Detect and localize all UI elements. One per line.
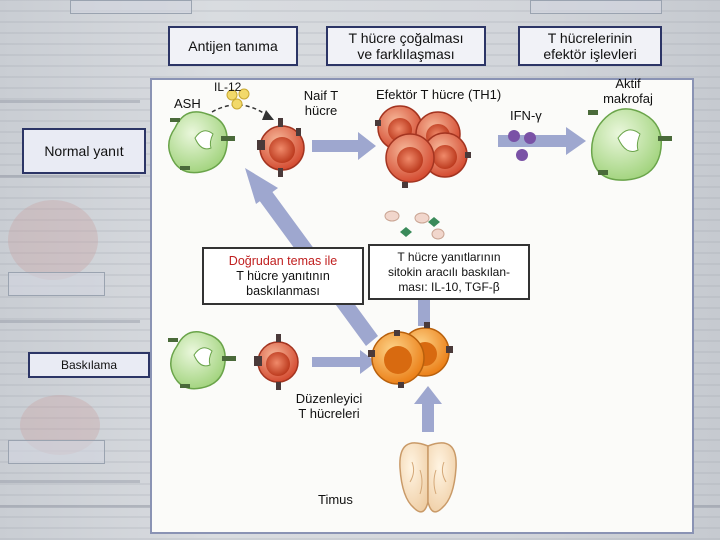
naive-label-line2: hücre <box>304 103 338 118</box>
header-antigen-recognition: Antijen tanıma <box>168 26 298 66</box>
side-suppression-text: Baskılama <box>60 358 118 372</box>
antigen-presenting-cell-icon <box>168 331 236 390</box>
header-proliferation-line1: T hücre çoğalması <box>348 30 464 46</box>
background-cell-blob <box>8 200 98 280</box>
side-label-normal-response: Normal yanıt <box>22 128 146 174</box>
effector-t-cell-label: Efektör T hücre (TH1) <box>376 87 502 102</box>
header-proliferation-line2: ve farklılaşması <box>357 46 455 62</box>
note-contact-suppression: Doğrudan temas ile T hücre yanıtının bas… <box>202 247 364 305</box>
treg-label-line1: Düzenleyici <box>295 391 363 406</box>
note-cytokine-line2: sitokin aracılı baskılan- <box>387 264 511 279</box>
antigen-presenting-cell-icon <box>168 111 235 174</box>
naive-t-cell-icon <box>257 118 305 177</box>
macrophage-label: Aktif makrofaj <box>596 76 660 106</box>
background-text-line <box>0 100 140 103</box>
il12-cytokine-icon <box>226 88 250 110</box>
ifn-gamma-label: IFN-γ <box>510 108 542 123</box>
ash-label: ASH <box>174 96 201 111</box>
il10-tgfb-cytokine-icon <box>384 210 445 240</box>
macrophage-label-line2: makrofaj <box>603 91 653 106</box>
note-contact-line1: Doğrudan temas ile <box>228 253 338 268</box>
background-caption-box <box>8 272 105 296</box>
arrow-naive-to-treg <box>312 350 376 374</box>
il12-arrowhead <box>262 110 274 120</box>
note-cytokine-line1: T hücre yanıtlarının <box>397 249 501 264</box>
macrophage-label-line1: Aktif <box>615 76 641 91</box>
regulatory-t-cell-cluster-icon <box>368 322 453 388</box>
treg-label: Düzenleyici T hücreleri <box>284 391 374 421</box>
header-proliferation: T hücre çoğalması ve farklılaşması <box>326 26 486 66</box>
naive-t-cell-icon <box>254 334 299 390</box>
note-cytokine-line3: ması: IL-10, TGF-β <box>398 279 500 294</box>
ifn-gamma-cytokine-icon <box>508 130 536 161</box>
side-normal-text: Normal yanıt <box>44 143 124 159</box>
header-effector-line1: T hücrelerinin <box>547 30 633 46</box>
effector-t-cell-cluster-icon <box>375 105 471 188</box>
note-cytokine-suppression: T hücre yanıtlarının sitokin aracılı bas… <box>368 244 530 300</box>
background-text-line <box>0 480 140 483</box>
treg-label-line2: T hücreleri <box>298 406 360 421</box>
arrow-naive-to-effector <box>312 132 376 160</box>
naive-label-line1: Naif T <box>303 88 339 103</box>
background-top-box <box>70 0 192 14</box>
header-effector-functions: T hücrelerinin efektör işlevleri <box>518 26 662 66</box>
il12-label: IL-12 <box>214 80 242 94</box>
header-effector-line2: efektör işlevleri <box>543 46 637 62</box>
naive-t-cell-label: Naif T hücre <box>296 88 346 118</box>
background-top-box <box>530 0 662 14</box>
background-text-line <box>0 320 140 323</box>
header-antigen-text: Antijen tanıma <box>188 38 278 54</box>
thymus-icon <box>399 442 457 513</box>
arrow-thymus-to-treg <box>414 386 442 432</box>
background-caption-box <box>8 440 105 464</box>
background-text-line <box>0 175 140 178</box>
note-contact-line3: baskılanması <box>246 283 320 298</box>
thymus-label: Timus <box>318 492 353 507</box>
note-contact-line2: T hücre yanıtının <box>236 268 330 283</box>
activated-macrophage-icon <box>588 108 672 181</box>
side-label-suppression: Baskılama <box>28 352 150 378</box>
